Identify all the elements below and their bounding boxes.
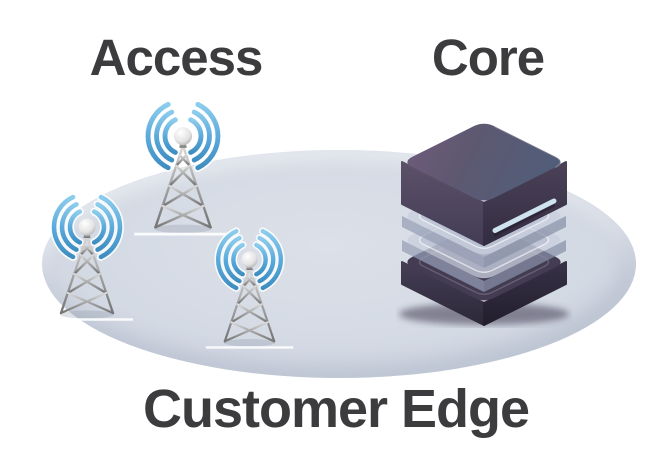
cell-tower-icon (202, 227, 297, 353)
core-switch-icon (399, 123, 569, 326)
switch-slot-indicator (492, 198, 557, 233)
access-zone-label: Access (89, 29, 264, 86)
customer-edge-zone-label: Customer Edge (142, 379, 530, 439)
cell-tower-icon (37, 193, 137, 325)
core-zone-label: Core (431, 29, 545, 86)
cell-tower-icon (130, 100, 236, 240)
